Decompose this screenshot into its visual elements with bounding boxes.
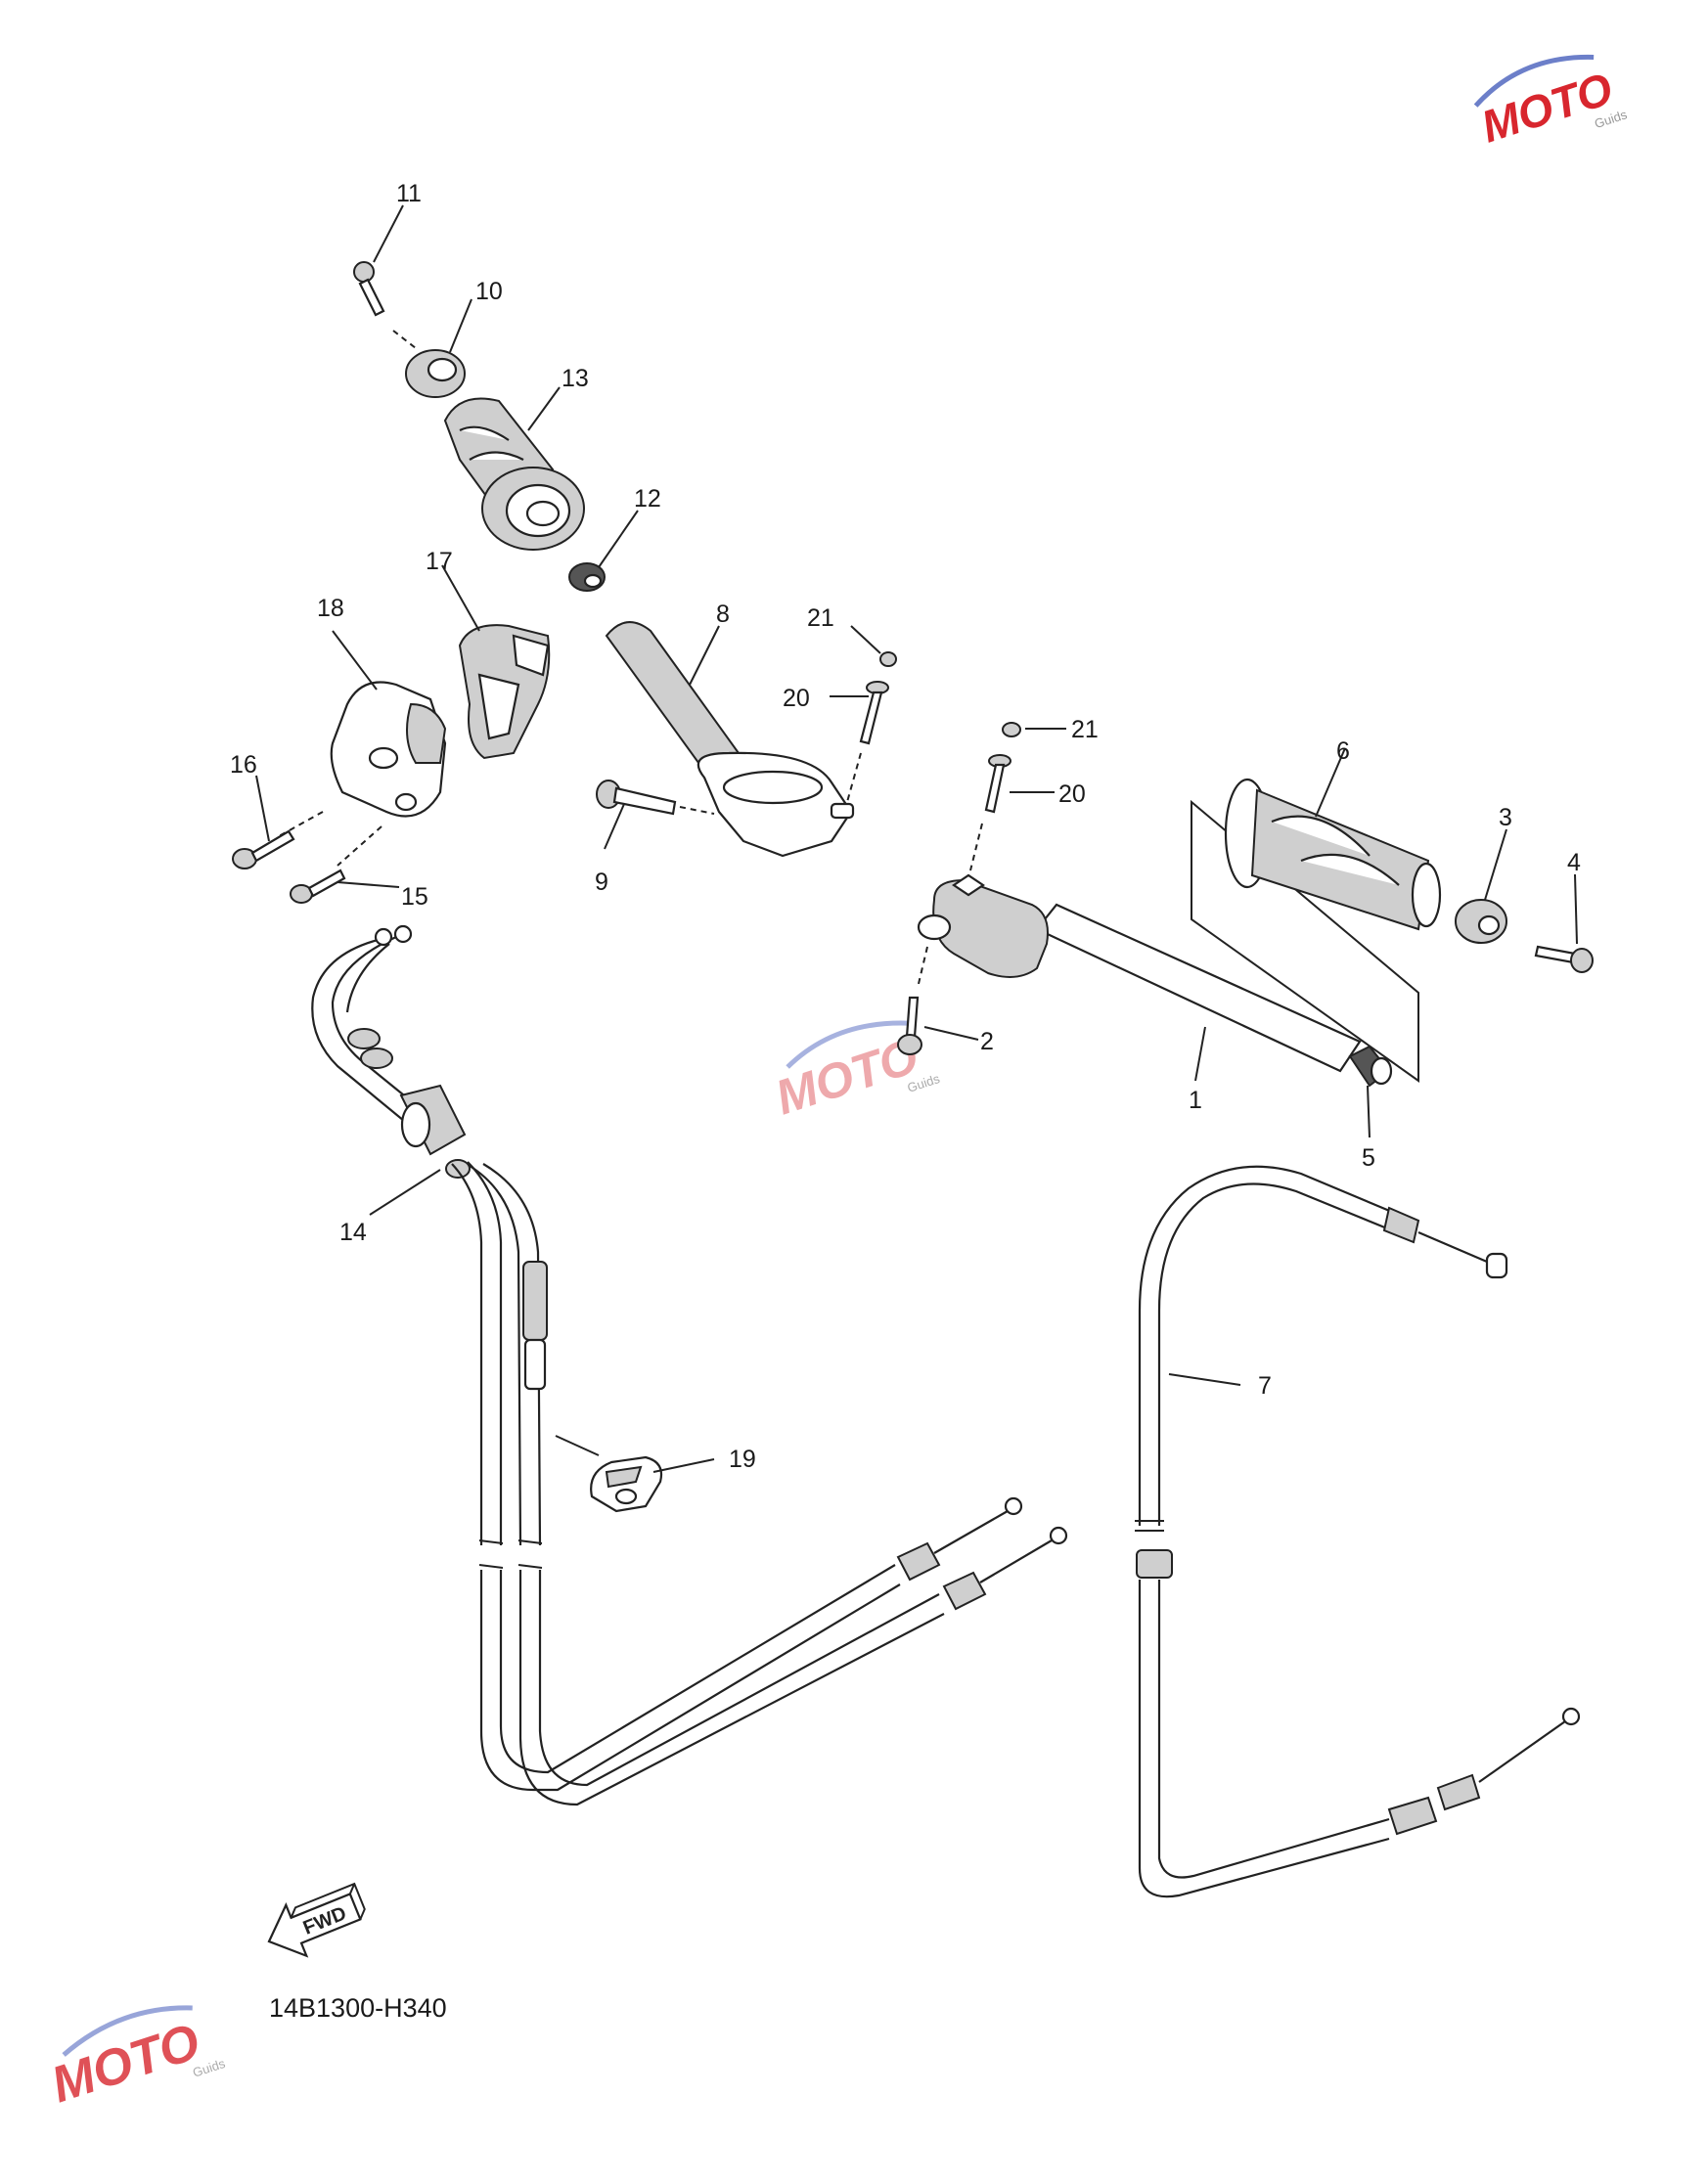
part-20-screw-left [846,681,889,803]
part-19-cable-clamp [555,1435,663,1513]
callout-4: 4 [1567,849,1581,876]
callout-21-left: 21 [807,604,834,632]
part-21-nut-right [1002,722,1021,737]
part-5-bar-end [1348,1045,1393,1088]
callout-13: 13 [562,365,589,392]
part-12-collar [568,562,606,592]
assembly-reference-box [1191,799,1419,1083]
callout-14: 14 [339,1219,367,1246]
callout-10: 10 [475,278,503,305]
part-17-switch-housing [458,624,551,760]
part-7-clutch-cable [1135,1165,1581,1898]
callout-1: 1 [1189,1087,1202,1114]
callout-9: 9 [595,869,608,896]
part-20-screw-right [969,754,1011,871]
callout-19: 19 [729,1446,756,1473]
diagram-code: 14B1300-H340 [269,1993,447,2023]
callout-21-right: 21 [1071,716,1099,743]
part-2-screw [897,946,928,1055]
part-10-bar-end-weight [405,349,466,398]
part-3-bar-end-weight [1455,899,1507,944]
callout-16: 16 [230,751,257,779]
part-15-screw [290,869,346,904]
callout-15: 15 [401,883,428,911]
callout-20-left: 20 [783,685,810,712]
callout-18: 18 [317,595,344,622]
part-4-screw [1534,945,1594,973]
callout-8: 8 [716,601,730,628]
fwd-arrow-icon: FWD [267,1882,366,1958]
callout-11: 11 [396,180,422,207]
part-9-bolt [596,780,715,816]
callout-6: 6 [1336,737,1350,765]
svg-text:MOTO: MOTO [1475,63,1619,153]
callout-3: 3 [1499,804,1512,831]
watermark-logo-bottom: MOTO Guids [45,2005,227,2114]
watermark-logo-top: MOTO Guids [1473,54,1629,153]
callout-20-right: 20 [1058,780,1086,808]
part-8-handlebar-left [605,621,855,858]
callout-12: 12 [634,485,661,513]
part-11-screw [353,261,417,349]
callout-17: 17 [426,548,453,575]
part-6-grip [1224,778,1442,931]
part-18-holder [278,681,447,867]
part-21-nut-left [879,651,897,667]
callout-7: 7 [1258,1372,1272,1400]
callout-leaders [255,204,1578,1473]
svg-text:MOTO: MOTO [45,2013,206,2114]
callout-5: 5 [1362,1144,1375,1172]
part-16-screw [232,829,295,869]
part-1-handlebar-right [917,873,1362,1073]
part-14-throttle-cables [311,924,1068,1806]
callout-2: 2 [980,1028,994,1055]
part-13-throttle-grip [443,397,585,551]
